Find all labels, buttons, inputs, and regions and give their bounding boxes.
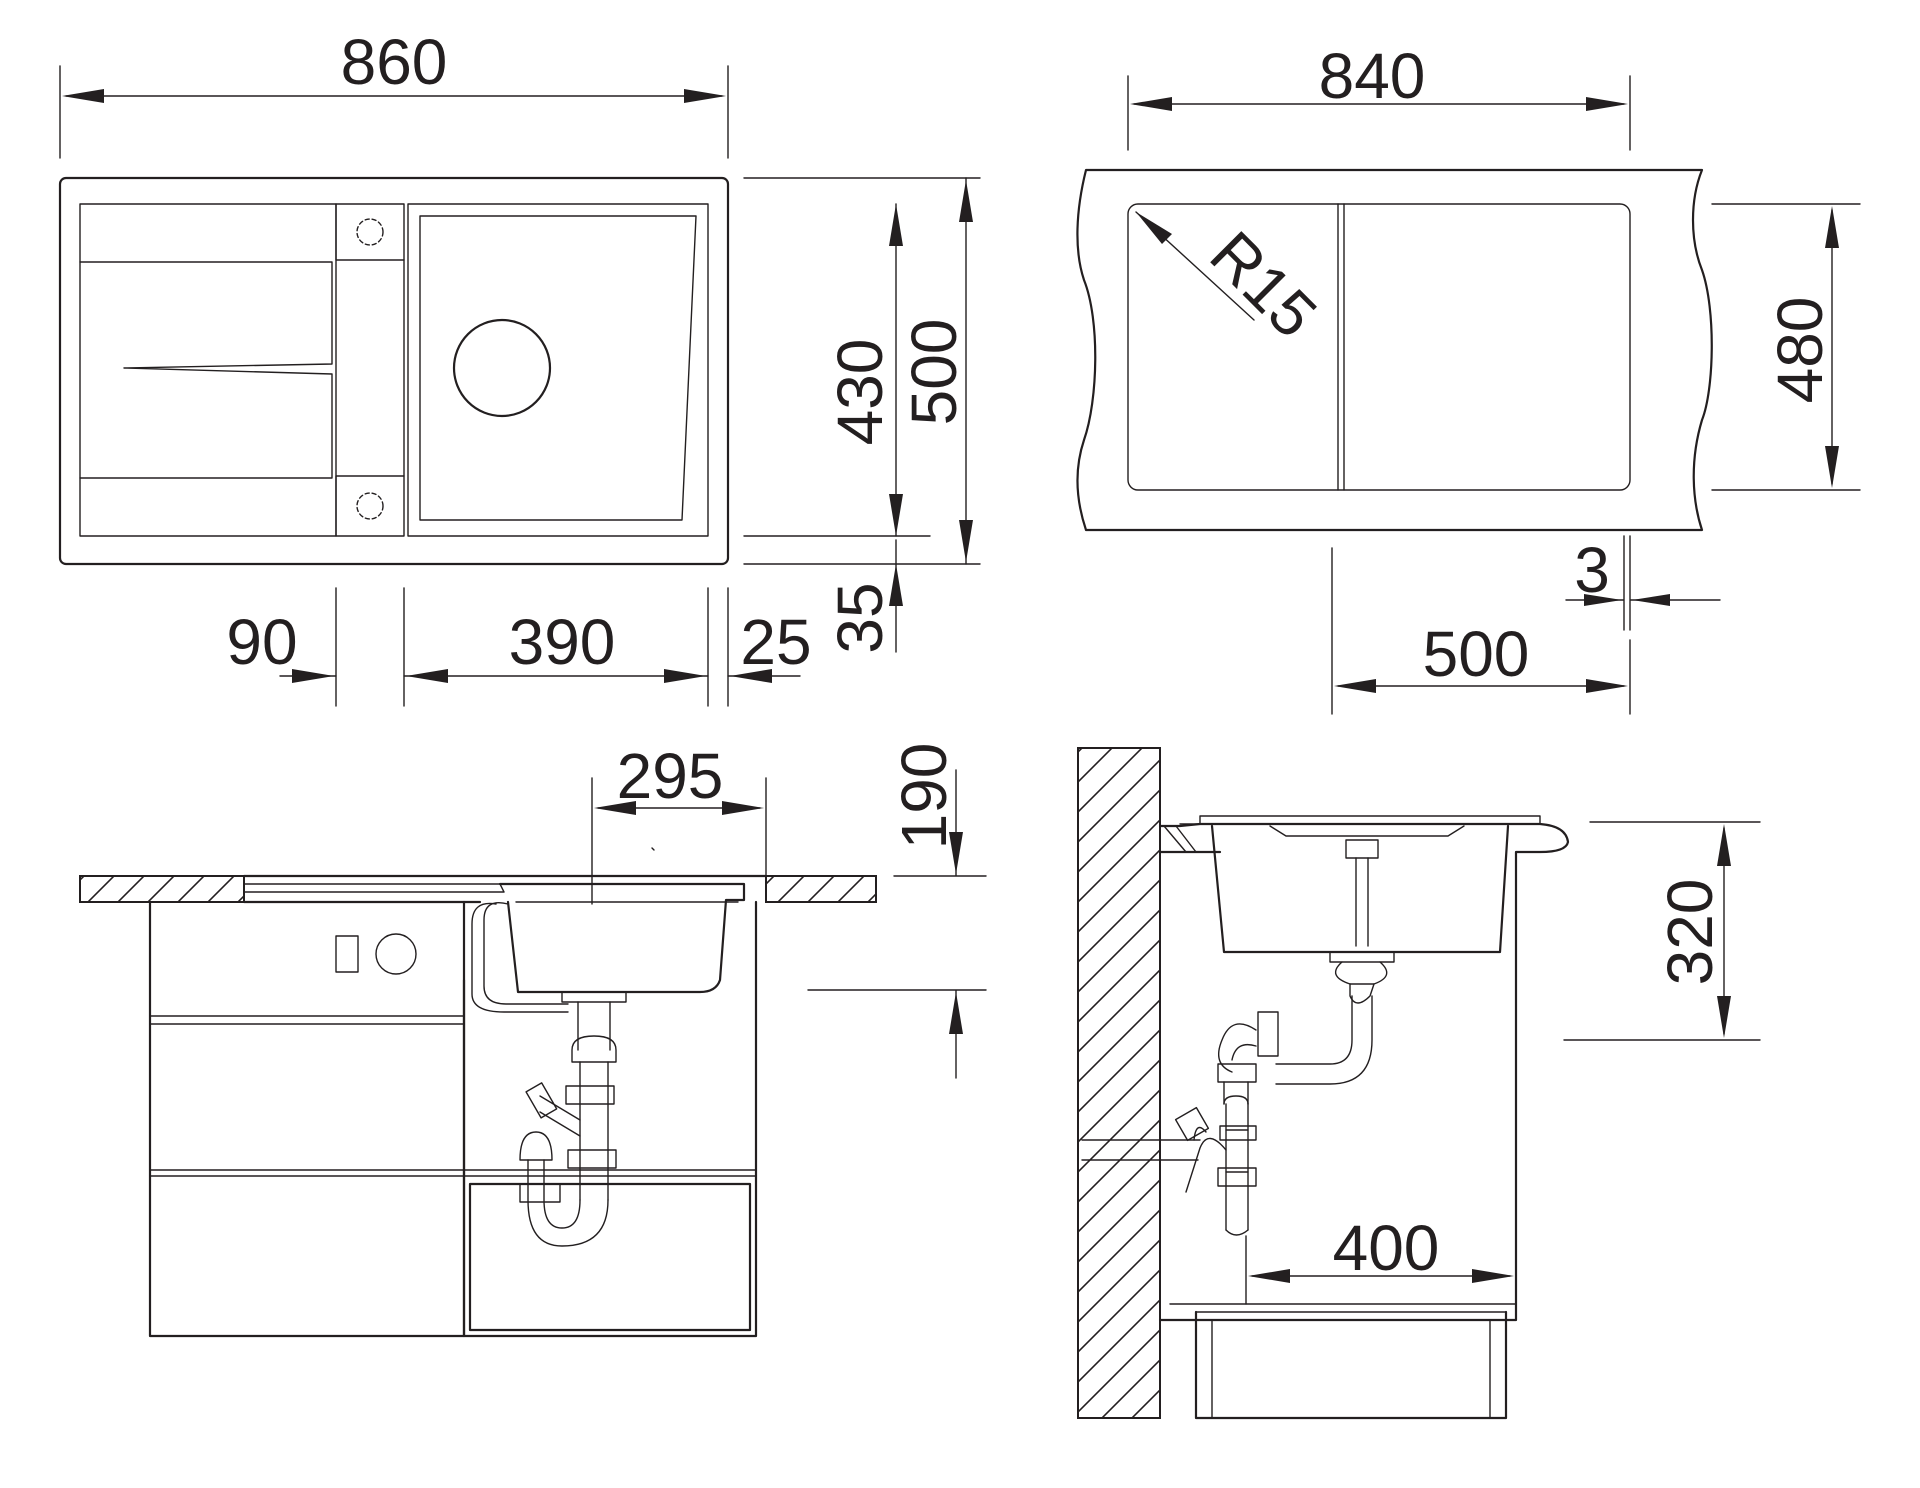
dim-320-label: 320 bbox=[1654, 879, 1726, 986]
dim-3: 3 bbox=[1565, 534, 1721, 631]
mount-hole-top-icon bbox=[356, 218, 384, 246]
cutout-view: R15 bbox=[1076, 168, 1713, 532]
dim-r15-label: R15 bbox=[1197, 217, 1331, 351]
front-section-view bbox=[79, 847, 877, 1338]
dim-90-label: 90 bbox=[226, 606, 297, 678]
dim-430-label: 430 bbox=[824, 339, 896, 446]
dim-295: 295 bbox=[591, 740, 767, 905]
dim-480-label: 480 bbox=[1764, 297, 1836, 404]
dim-vertical-group: 430 500 35 bbox=[743, 177, 981, 654]
dim-500-bottom-label: 500 bbox=[1423, 618, 1530, 690]
side-section-view bbox=[1077, 747, 1570, 1420]
drain-hole-icon bbox=[452, 318, 552, 418]
appliance-knob-icon bbox=[375, 933, 417, 975]
dim-190-label: 190 bbox=[888, 743, 960, 850]
dim-840: 840 bbox=[1127, 40, 1631, 151]
dim-320: 320 bbox=[1563, 821, 1761, 1041]
dim-25-label: 25 bbox=[740, 606, 811, 678]
dim-35-label: 35 bbox=[824, 582, 896, 653]
dim-480: 480 bbox=[1711, 203, 1861, 491]
dim-400: 400 bbox=[1245, 1212, 1514, 1305]
dim-860-label: 860 bbox=[341, 26, 448, 98]
dim-400-label: 400 bbox=[1333, 1212, 1440, 1284]
dim-295-label: 295 bbox=[617, 740, 724, 812]
dim-190: 190 bbox=[807, 743, 987, 1079]
dim-500-label: 500 bbox=[898, 319, 970, 426]
sink-top-view bbox=[58, 176, 730, 566]
dim-860: 860 bbox=[59, 26, 729, 159]
mount-hole-bottom-icon bbox=[356, 492, 384, 520]
dim-840-label: 840 bbox=[1319, 40, 1426, 112]
dim-3-label: 3 bbox=[1574, 534, 1610, 606]
appliance-button-icon bbox=[335, 935, 359, 973]
dim-390-label: 390 bbox=[509, 606, 616, 678]
dim-500-bottom: 500 bbox=[1331, 547, 1631, 715]
dim-horizontal-group: 90 390 25 bbox=[226, 587, 812, 707]
